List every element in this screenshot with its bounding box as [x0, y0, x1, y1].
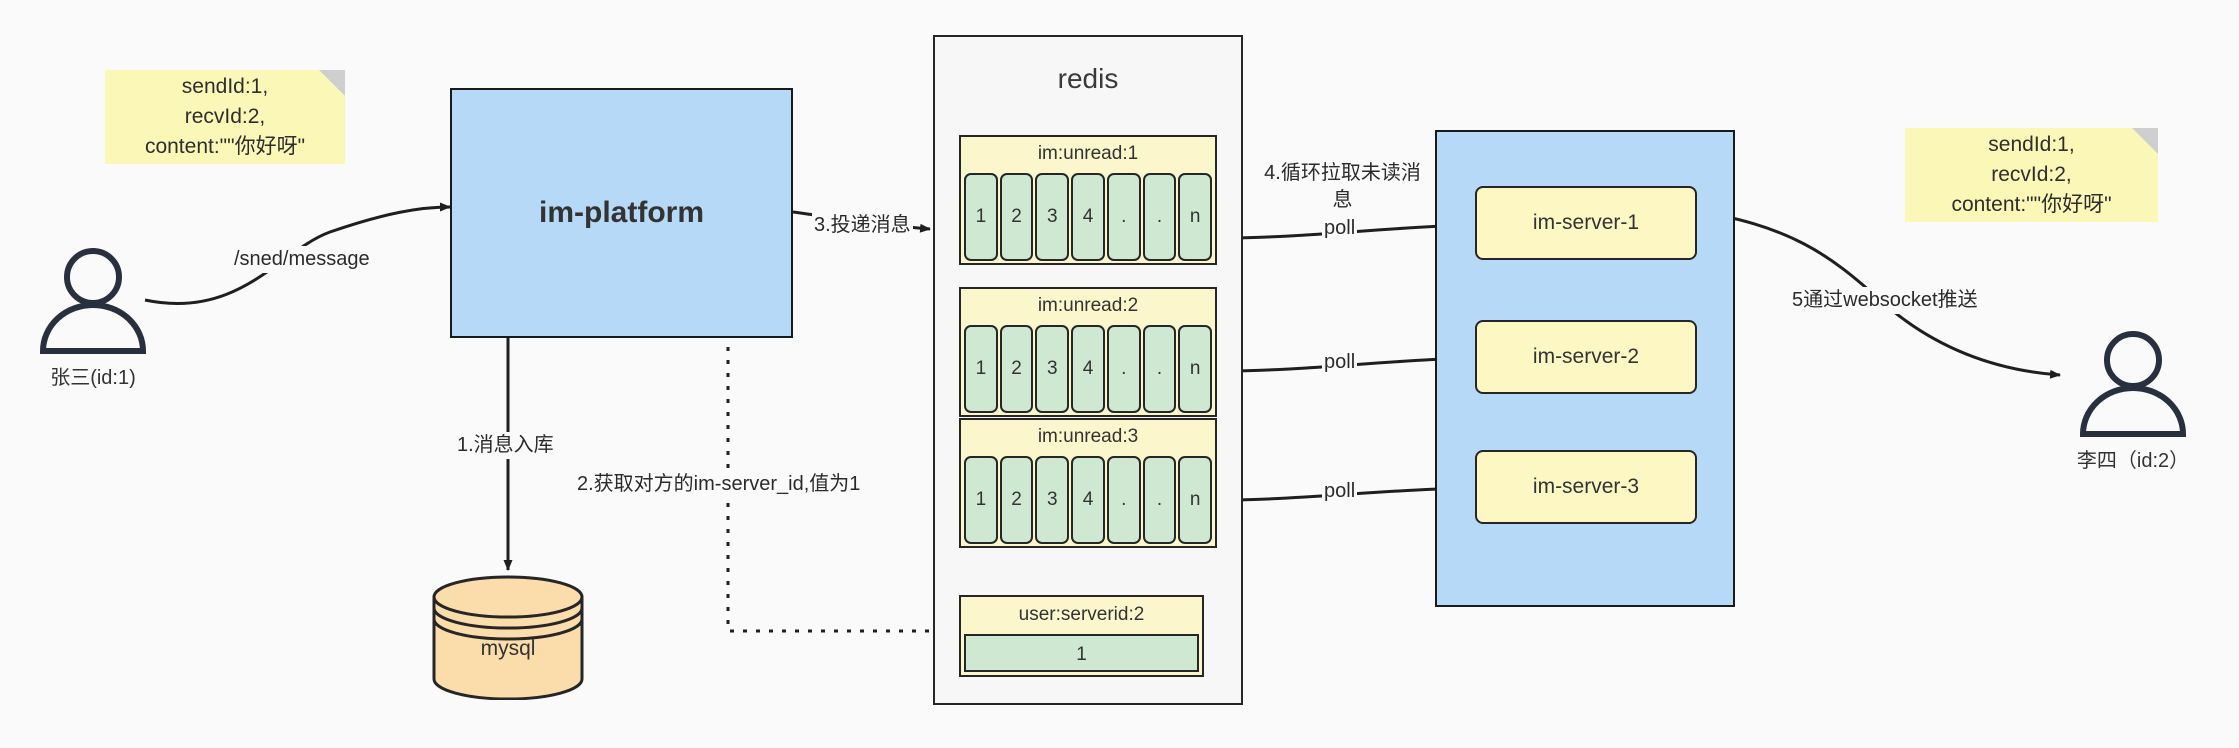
edge-label-poll-3: poll: [1322, 478, 1358, 505]
actor-receiver: 李四（id:2）: [2068, 328, 2198, 473]
im-server-3-label: im-server-3: [1532, 475, 1640, 498]
list-cell: .: [1106, 325, 1141, 413]
list-cell: 4: [1071, 173, 1105, 261]
im-platform-box[interactable]: im-platform: [450, 88, 793, 338]
mysql-label: mysql: [480, 637, 536, 660]
note-fold-icon: [319, 70, 345, 96]
note-right-text: sendId:1, recvId:2, content:""你好呀": [1951, 133, 2112, 216]
edge-label-poll-2: poll: [1322, 349, 1358, 376]
edge-label-send-message: /sned/message: [232, 246, 372, 273]
redis-kv-value: 1: [964, 634, 1199, 672]
list-cell: 3: [1035, 173, 1070, 261]
list-cell: n: [1178, 456, 1213, 544]
redis-kv-key: user:serverid:2: [1018, 604, 1145, 625]
list-cell: .: [1142, 325, 1177, 413]
list-cell: 3: [1035, 325, 1070, 413]
list-cell: 3: [1035, 456, 1070, 544]
redis-kv-user-serverid[interactable]: user:serverid:2 1: [959, 595, 1204, 677]
im-server-1-box[interactable]: im-server-1: [1475, 186, 1697, 260]
note-left: sendId:1, recvId:2, content:""你好呀": [105, 70, 345, 164]
redis-list-2-key: im:unread:2: [1037, 295, 1139, 316]
list-cell: n: [1178, 325, 1213, 413]
list-cell: 1: [964, 173, 998, 261]
redis-title: redis: [1057, 63, 1119, 94]
list-cell: n: [1178, 173, 1213, 261]
list-cell: 1: [964, 325, 998, 413]
im-server-2-box[interactable]: im-server-2: [1475, 320, 1697, 394]
edge-label-step4: 4.循环拉取未读消 息: [1258, 160, 1427, 214]
redis-list-3-cells: 1 2 3 4 . . n: [964, 456, 1213, 544]
list-cell: 1: [964, 456, 998, 544]
edge-label-step5: 5通过websocket推送: [1790, 287, 1980, 314]
list-cell: .: [1106, 456, 1141, 544]
list-cell: 4: [1071, 456, 1105, 544]
im-server-1-label: im-server-1: [1532, 211, 1640, 234]
edge-label-step1: 1.消息入库: [455, 432, 556, 459]
user-icon: [2079, 331, 2187, 437]
edge-label-step3: 3.投递消息: [812, 212, 913, 239]
im-platform-label: im-platform: [539, 196, 704, 229]
note-right: sendId:1, recvId:2, content:""你好呀": [1905, 128, 2158, 222]
edge-label-step2: 2.获取对方的im-server_id,值为1: [575, 471, 863, 498]
list-cell: 4: [1071, 325, 1105, 413]
note-fold-icon: [2132, 128, 2158, 154]
list-cell: 2: [999, 173, 1034, 261]
list-cell: .: [1142, 173, 1177, 261]
redis-list-im-unread-1[interactable]: im:unread:1 1 2 3 4 . . n: [959, 135, 1217, 265]
im-server-2-label: im-server-2: [1532, 345, 1640, 368]
database-cylinder-icon: [432, 575, 584, 701]
user-icon: [39, 248, 147, 354]
list-cell: .: [1106, 173, 1141, 261]
redis-list-im-unread-2[interactable]: im:unread:2 1 2 3 4 . . n: [959, 287, 1217, 417]
redis-list-1-key: im:unread:1: [1037, 143, 1139, 164]
im-server-3-box[interactable]: im-server-3: [1475, 450, 1697, 524]
mysql-database[interactable]: mysql: [428, 575, 588, 701]
note-left-text: sendId:1, recvId:2, content:""你好呀": [144, 75, 306, 158]
edge-label-poll-1: poll: [1322, 215, 1358, 242]
redis-list-2-cells: 1 2 3 4 . . n: [964, 325, 1213, 413]
actor-receiver-label: 李四（id:2）: [2076, 450, 2190, 472]
list-cell: 2: [999, 325, 1034, 413]
list-cell: 2: [999, 456, 1034, 544]
actor-sender: 张三(id:1): [28, 245, 158, 390]
actor-sender-label: 张三(id:1): [50, 367, 136, 389]
list-cell: .: [1142, 456, 1177, 544]
redis-list-1-cells: 1 2 3 4 . . n: [964, 173, 1213, 261]
redis-list-im-unread-3[interactable]: im:unread:3 1 2 3 4 . . n: [959, 418, 1217, 548]
redis-list-3-key: im:unread:3: [1037, 426, 1139, 447]
